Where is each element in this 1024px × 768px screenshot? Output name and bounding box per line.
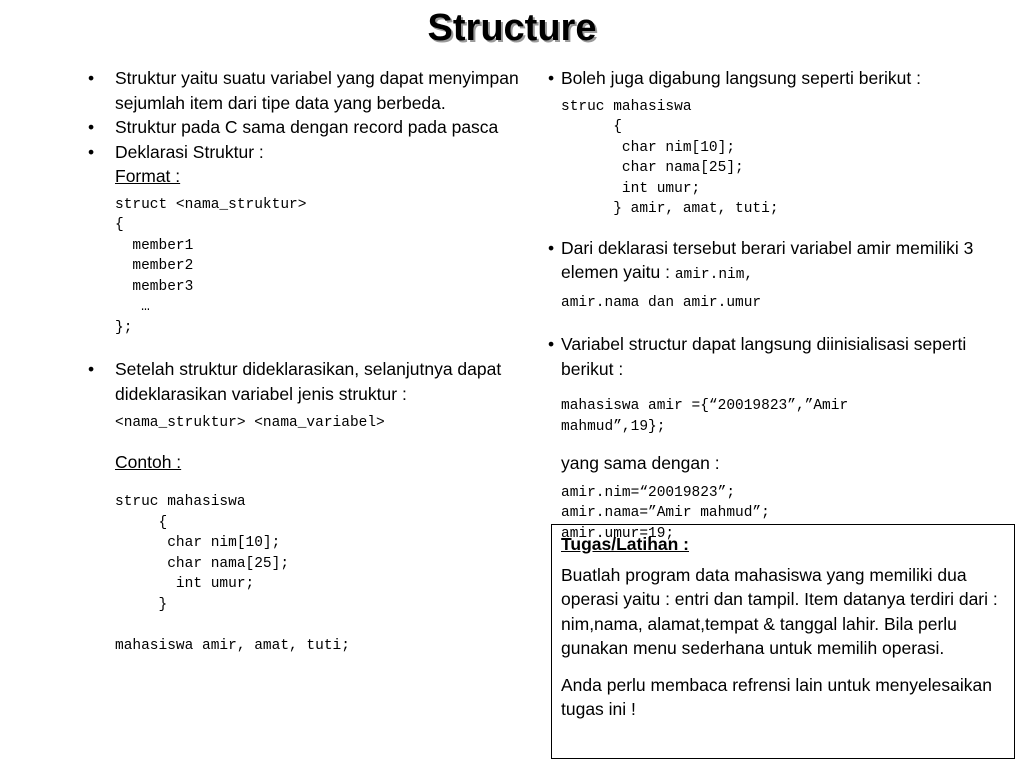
contoh-label: Contoh : bbox=[115, 451, 182, 472]
contoh-code-block: struc mahasiswa { char nim[10]; char nam… bbox=[115, 494, 350, 654]
task-description: Buatlah program data mahasiswa yang memi… bbox=[561, 564, 998, 659]
bullet-elements: Dari deklarasi tersebut berari variabel … bbox=[548, 236, 1010, 316]
assign-code-block: amir.nim=“20019823”; amir.nama=”Amir mah… bbox=[561, 484, 770, 542]
bullet-definition: Struktur yaitu suatu variabel yang dapat… bbox=[88, 66, 528, 115]
format-code-block: struct <nama_struktur> { member1 member2… bbox=[115, 196, 307, 336]
elements-code-line: amir.nama dan amir.umur bbox=[561, 294, 762, 311]
slide-title: Structure bbox=[427, 7, 597, 49]
right-column: Boleh juga digabung langsung seperti ber… bbox=[548, 66, 1010, 544]
bullet-declaration: Deklarasi Struktur : Format : bbox=[88, 140, 528, 189]
init-code-block: mahasiswa amir ={“20019823”,”Amir mahmud… bbox=[561, 398, 849, 435]
same-as-label: yang sama dengan : bbox=[561, 453, 720, 473]
format-label: Format : bbox=[115, 166, 181, 186]
declaration-label: Deklarasi Struktur : bbox=[115, 141, 264, 162]
bullet-record-comparison: Struktur pada C sama dengan record pada … bbox=[88, 115, 528, 140]
task-note: Anda perlu membaca refrensi lain untuk m… bbox=[561, 674, 992, 720]
left-column: Struktur yaitu suatu variabel yang dapat… bbox=[88, 66, 528, 656]
combined-code-block: struc mahasiswa { char nim[10]; char nam… bbox=[561, 98, 779, 218]
elements-text: Dari deklarasi tersebut berari variabel … bbox=[561, 237, 974, 283]
bullet-combined: Boleh juga digabung langsung seperti ber… bbox=[548, 66, 1010, 91]
elements-inline-code: amir.nim, bbox=[674, 267, 754, 283]
declaration-code: <nama_struktur> <nama_variabel> bbox=[115, 415, 385, 431]
task-title: Tugas/Latihan : bbox=[561, 534, 690, 554]
task-box: Tugas/Latihan : Buatlah program data mah… bbox=[551, 524, 1015, 759]
bullet-initialization: Variabel structur dapat langsung diinisi… bbox=[548, 332, 1010, 381]
bullet-variable-declaration: Setelah struktur dideklarasikan, selanju… bbox=[88, 357, 528, 406]
